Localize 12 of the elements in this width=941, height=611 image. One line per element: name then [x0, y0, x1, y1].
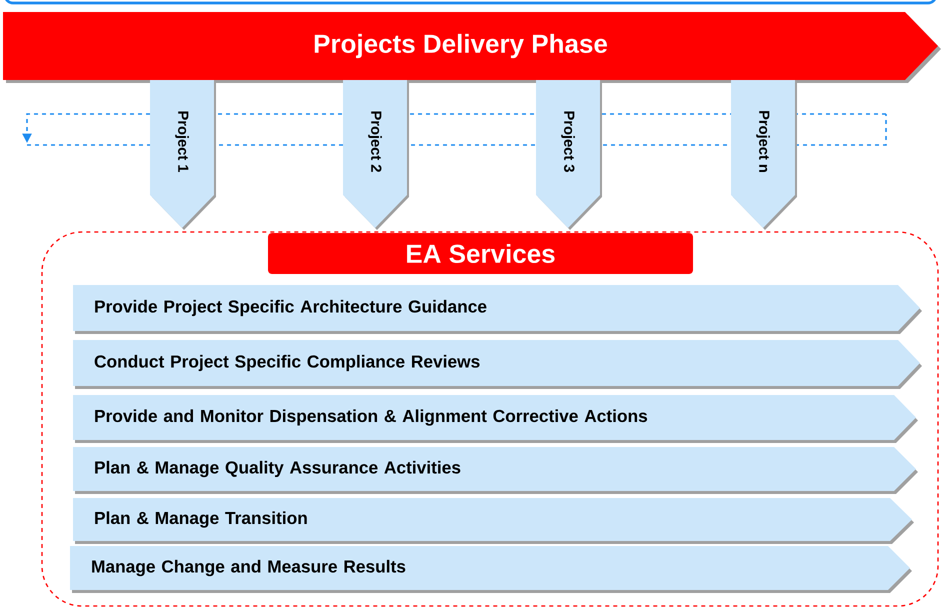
service-banner: Conduct Project Specific Compliance Reviews [73, 340, 922, 389]
project-tab: Project n [731, 80, 797, 230]
service-banner: Manage Change and Measure Results [70, 546, 912, 593]
heading-box: EA Services [268, 233, 693, 274]
services-panel [41, 231, 939, 607]
service-banner: Plan & Manage Quality Assurance Activities [73, 447, 918, 494]
service-banner: Provide and Monitor Dispensation & Alignment Corrective Actions [73, 395, 918, 443]
service-banner: Provide Project Specific Architecture Guidance [73, 285, 922, 334]
service-banner: Plan & Manage Transition [73, 498, 914, 544]
project-tab: Project 3 [536, 80, 602, 230]
project-tab: Project 1 [150, 80, 216, 230]
project-tab: Project 2 [343, 80, 409, 230]
